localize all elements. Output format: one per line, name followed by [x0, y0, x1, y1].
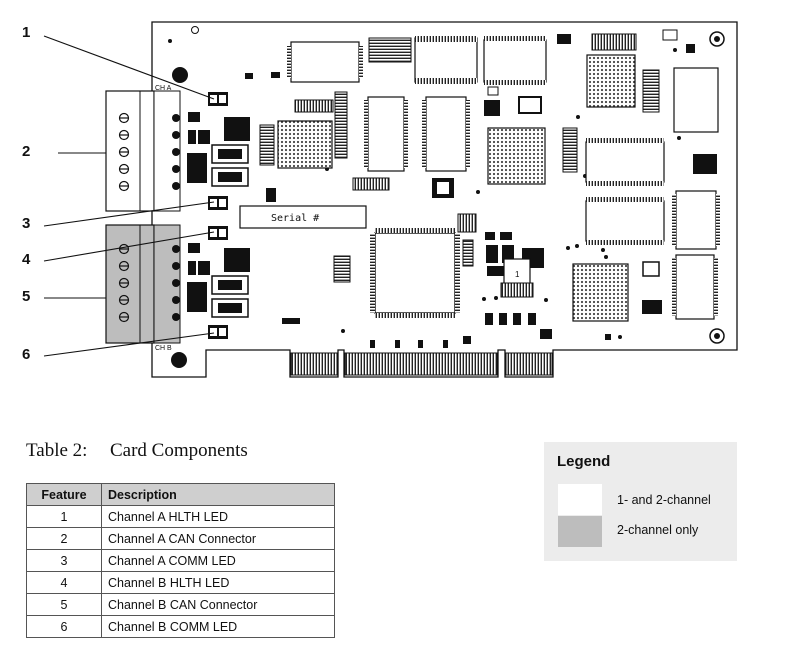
- description-cell: Channel B COMM LED: [101, 615, 335, 638]
- description-cell: Channel A HLTH LED: [101, 505, 335, 528]
- feature-cell: 2: [26, 527, 102, 550]
- table-row: 2 Channel A CAN Connector: [26, 527, 335, 550]
- table-row: 6 Channel B COMM LED: [26, 615, 335, 638]
- legend-label-both: 1- and 2-channel: [617, 493, 711, 507]
- header-description: Description: [101, 483, 335, 506]
- table-row: 4 Channel B HLTH LED: [26, 571, 335, 594]
- table-row: 5 Channel B CAN Connector: [26, 593, 335, 616]
- table-header-row: Feature Description: [26, 483, 335, 506]
- legend-label-two-only: 2-channel only: [617, 523, 699, 537]
- ch-b-label: CH B: [155, 345, 172, 352]
- callout-6: 6: [22, 346, 31, 363]
- legend-title: Legend: [557, 453, 611, 470]
- feature-cell: 4: [26, 571, 102, 594]
- table-row: 1 Channel A HLTH LED: [26, 505, 335, 528]
- channel-a-connector: [105, 90, 181, 212]
- callout-lines: [43, 35, 215, 357]
- legend-swatch-white: [558, 484, 602, 515]
- callout-5: 5: [22, 288, 31, 305]
- ch-a-label: CH A: [155, 85, 172, 92]
- serial-label: Serial #: [271, 213, 319, 224]
- card-diagram: CH A CH B Serial # 1: [43, 21, 738, 378]
- description-cell: Channel A CAN Connector: [101, 527, 335, 550]
- feature-cell: 3: [26, 549, 102, 572]
- description-cell: Channel A COMM LED: [101, 549, 335, 572]
- components-table: Feature Description 1 Channel A HLTH LED…: [26, 483, 335, 638]
- description-cell: Channel B CAN Connector: [101, 593, 335, 616]
- feature-cell: 1: [26, 505, 102, 528]
- callout-4: 4: [22, 251, 31, 268]
- channel-b-connector: [105, 224, 181, 344]
- callout-3: 3: [22, 215, 31, 232]
- description-cell: Channel B HLTH LED: [101, 571, 335, 594]
- callout-1: 1: [22, 24, 31, 41]
- legend: Legend 1- and 2-channel 2-channel only: [544, 442, 737, 561]
- table-number: Table 2:: [26, 440, 88, 461]
- table-caption: Table 2: Card Components: [26, 440, 248, 462]
- callout-2: 2: [22, 143, 31, 160]
- chip-mark: 1: [515, 270, 520, 279]
- table-title: Card Components: [110, 440, 248, 461]
- feature-cell: 6: [26, 615, 102, 638]
- legend-swatch-grey: [558, 516, 602, 547]
- feature-cell: 5: [26, 593, 102, 616]
- header-feature: Feature: [26, 483, 102, 506]
- table-row: 3 Channel A COMM LED: [26, 549, 335, 572]
